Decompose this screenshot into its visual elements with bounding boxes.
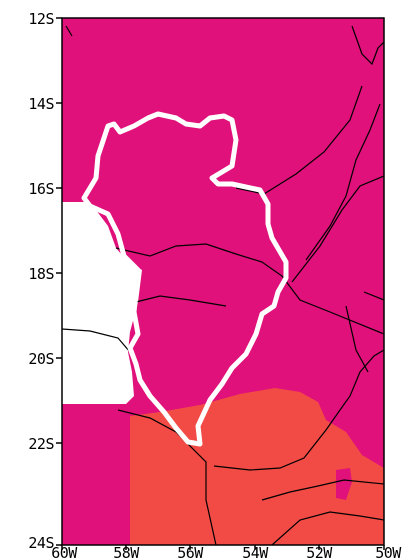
lon-label-54w: 54W (242, 544, 269, 559)
lat-label-20s: 20S (28, 350, 54, 368)
lon-label-52w: 52W (306, 544, 333, 559)
plot-frame (61, 17, 385, 546)
lat-label-16s: 16S (28, 180, 54, 198)
lon-label-50w: 50W (375, 544, 402, 559)
basin-outline (81, 111, 289, 447)
border-lines (62, 25, 384, 545)
missing-data-region (62, 202, 142, 404)
lat-label-12s: 12S (28, 10, 54, 28)
lon-label-60w: 60W (51, 544, 78, 559)
map-area (62, 18, 384, 545)
field-low-region (130, 388, 384, 545)
lat-axis: 12S 14S 16S 18S 20S 22S 24S (28, 10, 62, 552)
field-high-patch (336, 468, 352, 500)
lat-label-14s: 14S (28, 95, 54, 113)
lat-label-24s: 24S (28, 534, 54, 552)
lon-label-56w: 56W (177, 544, 204, 559)
lon-axis: 60W 58W 56W 54W 52W 50W (51, 544, 403, 559)
lon-label-58w: 58W (113, 544, 140, 559)
lat-label-18s: 18S (28, 265, 54, 283)
lat-label-22s: 22S (28, 435, 54, 453)
